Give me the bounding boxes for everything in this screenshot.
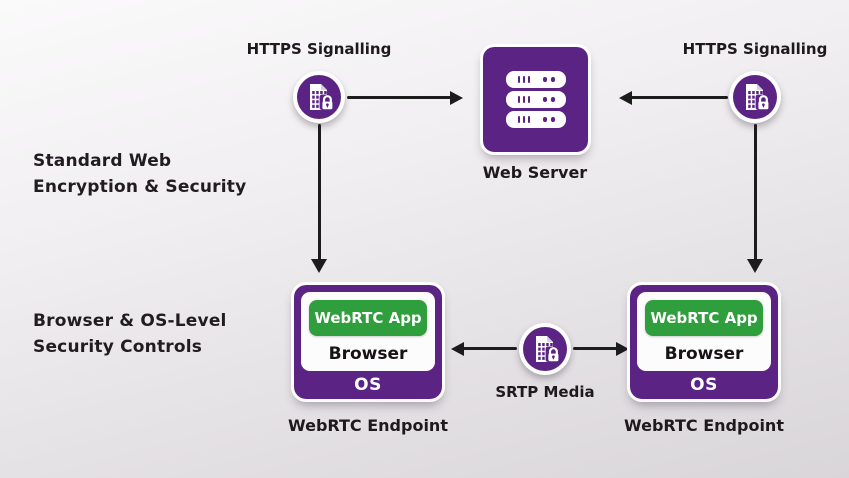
section-label-line: Browser & OS-Level bbox=[33, 311, 227, 331]
browser-container: WebRTC App Browser bbox=[637, 292, 771, 371]
os-label: OS bbox=[690, 375, 718, 395]
server-stack-icon bbox=[505, 71, 566, 88]
browser-container: WebRTC App Browser bbox=[301, 292, 435, 371]
https-signalling-left-label: HTTPS Signalling bbox=[246, 40, 392, 58]
section-label-line: Security Controls bbox=[33, 337, 203, 357]
browser-label: Browser bbox=[328, 343, 408, 364]
server-stack-icon bbox=[505, 91, 566, 108]
web-server-label: Web Server bbox=[482, 163, 588, 182]
webrtc-endpoint-right: WebRTC App Browser OS bbox=[627, 282, 781, 402]
webrtc-endpoint-left: WebRTC App Browser OS bbox=[291, 282, 445, 402]
webrtc-endpoint-right-label: WebRTC Endpoint bbox=[624, 416, 784, 435]
webrtc-app-badge: WebRTC App bbox=[309, 300, 427, 336]
srtp-media-label: SRTP Media bbox=[495, 383, 595, 401]
section-label-line: Encryption & Security bbox=[33, 177, 247, 197]
os-label: OS bbox=[354, 375, 382, 395]
section-label-line: Standard Web bbox=[33, 151, 172, 171]
browser-label: Browser bbox=[664, 343, 744, 364]
https-left-lock-badge bbox=[293, 71, 345, 123]
encrypted-document-lock-icon bbox=[733, 75, 777, 119]
https-right-lock-badge bbox=[729, 71, 781, 123]
server-stack-icon bbox=[505, 111, 566, 128]
section-label-standard-web: Standard Web Encryption & Security bbox=[33, 148, 246, 200]
webrtc-app-badge: WebRTC App bbox=[645, 300, 763, 336]
encrypted-document-lock-icon bbox=[523, 327, 567, 371]
https-signalling-right-label: HTTPS Signalling bbox=[682, 40, 828, 58]
srtp-lock-badge bbox=[519, 323, 571, 375]
section-label-browser-os: Browser & OS-Level Security Controls bbox=[33, 308, 227, 360]
encrypted-document-lock-icon bbox=[297, 75, 341, 119]
webrtc-endpoint-left-label: WebRTC Endpoint bbox=[288, 416, 448, 435]
web-server-card bbox=[480, 44, 591, 155]
